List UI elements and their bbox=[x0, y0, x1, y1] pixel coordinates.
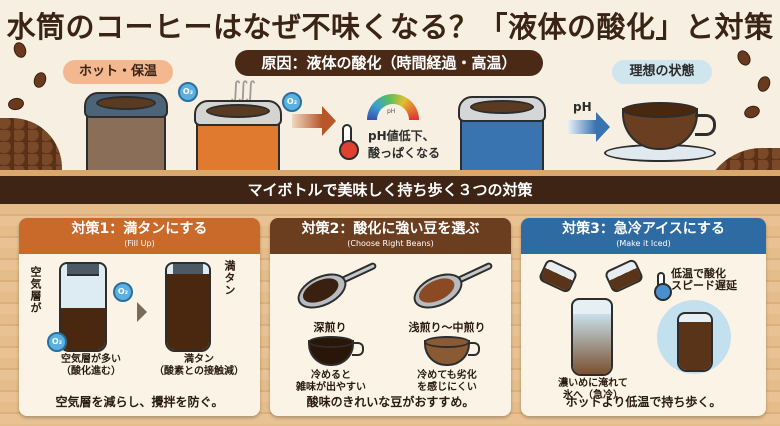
thermos-lid bbox=[84, 92, 168, 118]
coffee-bean-icon bbox=[734, 48, 754, 68]
ph-drop-text: pH値低下、 酸っぱくなる bbox=[368, 129, 441, 160]
dark-roast-label: 深煎り bbox=[313, 321, 347, 334]
light-coffee-cup-icon bbox=[424, 336, 480, 366]
thermometer-cold-icon bbox=[654, 272, 672, 301]
arrow-right-icon bbox=[292, 106, 336, 136]
dark-roast-note: 冷めると 雑味が出やすい bbox=[296, 370, 366, 393]
coffee-cup-icon bbox=[622, 102, 716, 150]
card-header: 対策3：急冷アイスにする (Make it Iced) bbox=[521, 218, 766, 254]
card-header: 対策1：満タンにする (Fill Up) bbox=[19, 218, 260, 254]
ideal-state-label: 理想の状態 bbox=[612, 60, 712, 84]
quick-chill-caption: 濃いめに淹れて 氷へ（急冷） bbox=[558, 378, 628, 401]
oxygen-icon: O₂ bbox=[113, 282, 133, 302]
full-label: 満タン bbox=[223, 260, 236, 296]
low-temp-note: 低温で酸化 スピード遅延 bbox=[671, 267, 737, 292]
ice-jar-icon bbox=[571, 298, 613, 376]
coffee-bean-icon bbox=[7, 96, 25, 112]
oxygen-icon: O₂ bbox=[282, 92, 302, 112]
thermos-lid bbox=[458, 96, 546, 122]
card-footer: 酸味のきれいな豆がおすすめ。 bbox=[306, 395, 475, 409]
card-title: 対策1：満タンにする bbox=[71, 221, 208, 237]
thermos-blue-icon bbox=[458, 96, 546, 174]
card-subtitle: (Make it Iced) bbox=[616, 239, 671, 248]
card-subtitle: (Fill Up) bbox=[124, 239, 155, 248]
coffee-bean-icon bbox=[31, 70, 49, 90]
card-footer: ホットより低温で持ち歩く。 bbox=[565, 395, 722, 409]
thermometer-hot-icon bbox=[339, 124, 359, 160]
card-make-iced: 対策3：急冷アイスにする (Make it Iced) 低温で酸化 スピード遅延… bbox=[521, 218, 766, 416]
countermeasures-banner: マイボトルで美味しく持ち歩く３つの対策 bbox=[0, 176, 780, 204]
arrow-right-icon bbox=[137, 302, 147, 322]
ph-gauge-icon bbox=[367, 94, 419, 120]
pitcher-icon bbox=[603, 257, 645, 295]
dark-coffee-cup-icon bbox=[308, 336, 364, 366]
iced-coffee-jar-icon bbox=[677, 312, 713, 372]
ph-arrow-label: pH bbox=[573, 100, 592, 114]
card-title: 対策2：酸化に強い豆を選ぶ bbox=[301, 221, 480, 237]
scoop-light-roast-icon bbox=[408, 266, 468, 316]
air-layer-label: 空気層が bbox=[29, 266, 42, 314]
scoop-dark-roast-icon bbox=[292, 266, 352, 316]
card-header: 対策2：酸化に強い豆を選ぶ (Choose Right Beans) bbox=[270, 218, 511, 254]
half-bottle-icon bbox=[59, 262, 107, 352]
hot-keep-warm-label: ホット・保温 bbox=[63, 60, 173, 84]
cause-banner: 原因：液体の酸化（時間経過・高温） bbox=[235, 50, 543, 76]
card-title: 対策3：急冷アイスにする bbox=[562, 221, 725, 237]
pitcher-icon bbox=[537, 257, 579, 295]
cause-section: ホット・保温 原因：液体の酸化（時間経過・高温） 理想の状態 ∫∫∫ O₂ O₂… bbox=[0, 40, 780, 222]
coffee-bean-icon bbox=[755, 74, 773, 94]
right-caption: 満タン （酸素との接触減） bbox=[154, 354, 244, 377]
wood-shelf bbox=[0, 170, 780, 176]
oxygen-icon: O₂ bbox=[47, 332, 67, 352]
arrow-right-icon bbox=[568, 112, 610, 142]
oxygen-icon: O₂ bbox=[178, 82, 198, 102]
left-caption: 空気層が多い （酸化進む） bbox=[61, 354, 121, 377]
gauge-label: pH bbox=[387, 108, 396, 115]
full-bottle-icon bbox=[165, 262, 211, 352]
light-roast-note: 冷めても劣化 を感じにくい bbox=[417, 370, 477, 393]
light-medium-roast-label: 浅煎り〜中煎り bbox=[408, 321, 486, 334]
infographic-title: 水筒のコーヒーはなぜ不味くなる？「液体の酸化」と対策 bbox=[6, 10, 774, 44]
card-choose-beans: 対策2：酸化に強い豆を選ぶ (Choose Right Beans) 深煎り 浅… bbox=[270, 218, 511, 416]
thermos-gray-icon bbox=[84, 92, 168, 174]
card-subtitle: (Choose Right Beans) bbox=[347, 239, 434, 248]
card-footer: 空気層を減らし、攪拌を防ぐ。 bbox=[55, 395, 224, 409]
steam-icon: ∫∫∫ bbox=[230, 78, 256, 103]
thermos-lid bbox=[194, 100, 282, 126]
coffee-bean-icon bbox=[742, 103, 762, 121]
card-fill-up: 対策1：満タンにする (Fill Up) 空気層が O₂ O₂ 満タン 空気層が… bbox=[19, 218, 260, 416]
thermos-orange-icon bbox=[194, 100, 282, 174]
